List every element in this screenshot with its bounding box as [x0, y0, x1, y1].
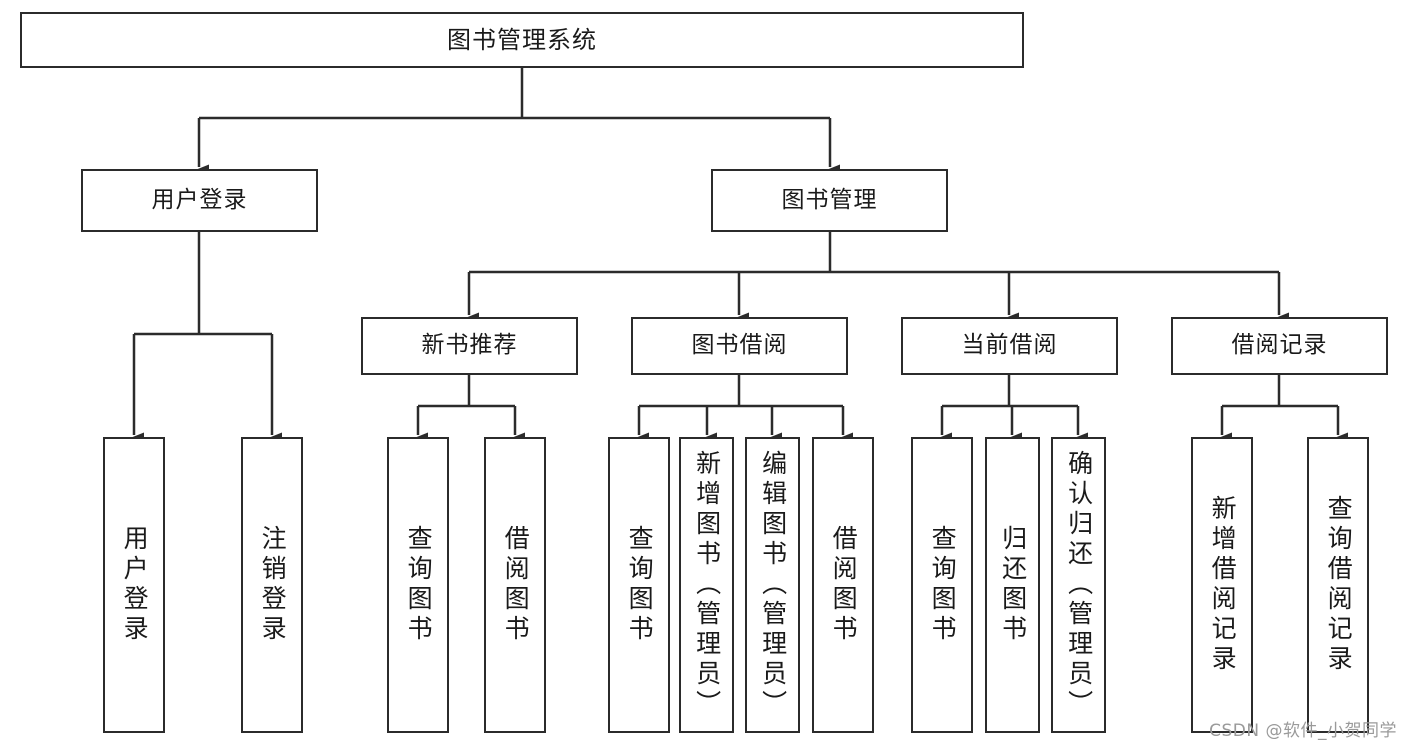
- node-book-manage[interactable]: 图书管理: [711, 169, 948, 232]
- node-leaf-borrow-edit-book[interactable]: 编辑图书（管理员）: [745, 437, 800, 733]
- node-label: 当前借阅: [961, 332, 1058, 359]
- node-leaf-rec-query-book[interactable]: 查询图书: [387, 437, 449, 733]
- node-root[interactable]: 图书管理系统: [20, 12, 1024, 68]
- diagram-edges: [119, 68, 1348, 453]
- node-label: 查询图书: [928, 525, 958, 645]
- node-label: 新书推荐: [421, 332, 518, 359]
- node-leaf-cur-return-book[interactable]: 归还图书: [985, 437, 1040, 733]
- node-borrow-record[interactable]: 借阅记录: [1171, 317, 1388, 375]
- node-label: 查询借阅记录: [1324, 495, 1354, 675]
- node-label: 图书管理系统: [447, 25, 597, 54]
- node-label: 图书管理: [781, 186, 878, 213]
- node-label: 注销登录: [258, 525, 288, 645]
- node-leaf-user-logout[interactable]: 注销登录: [241, 437, 303, 733]
- node-label: 借阅记录: [1231, 332, 1328, 359]
- node-label: 新增图书（管理员）: [692, 450, 722, 720]
- node-leaf-borrow-borrow-book[interactable]: 借阅图书: [812, 437, 874, 733]
- node-leaf-rec-add-record[interactable]: 新增借阅记录: [1191, 437, 1253, 733]
- node-label: 归还图书: [998, 525, 1028, 645]
- node-label: 用户登录: [151, 186, 248, 213]
- node-leaf-rec-borrow-book[interactable]: 借阅图书: [484, 437, 546, 733]
- node-label: 查询图书: [625, 525, 655, 645]
- node-label: 图书借阅: [691, 332, 788, 359]
- node-leaf-cur-query-book[interactable]: 查询图书: [911, 437, 973, 733]
- node-label: 编辑图书（管理员）: [758, 450, 788, 720]
- node-leaf-borrow-add-book[interactable]: 新增图书（管理员）: [679, 437, 734, 733]
- node-user-login[interactable]: 用户登录: [81, 169, 318, 232]
- watermark-text: CSDN @软件_小贺同学: [1209, 721, 1397, 741]
- node-leaf-user-login[interactable]: 用户登录: [103, 437, 165, 733]
- node-label: 借阅图书: [501, 525, 531, 645]
- node-book-borrow[interactable]: 图书借阅: [631, 317, 848, 375]
- node-label: 查询图书: [404, 525, 434, 645]
- node-new-book-rec[interactable]: 新书推荐: [361, 317, 578, 375]
- node-current-borrow[interactable]: 当前借阅: [901, 317, 1118, 375]
- node-leaf-cur-confirm-return[interactable]: 确认归还（管理员）: [1051, 437, 1106, 733]
- node-leaf-rec-query-record[interactable]: 查询借阅记录: [1307, 437, 1369, 733]
- node-label: 确认归还（管理员）: [1064, 450, 1094, 720]
- node-label: 借阅图书: [829, 525, 859, 645]
- node-label: 用户登录: [120, 525, 150, 645]
- node-label: 新增借阅记录: [1208, 495, 1238, 675]
- node-leaf-borrow-query-book[interactable]: 查询图书: [608, 437, 670, 733]
